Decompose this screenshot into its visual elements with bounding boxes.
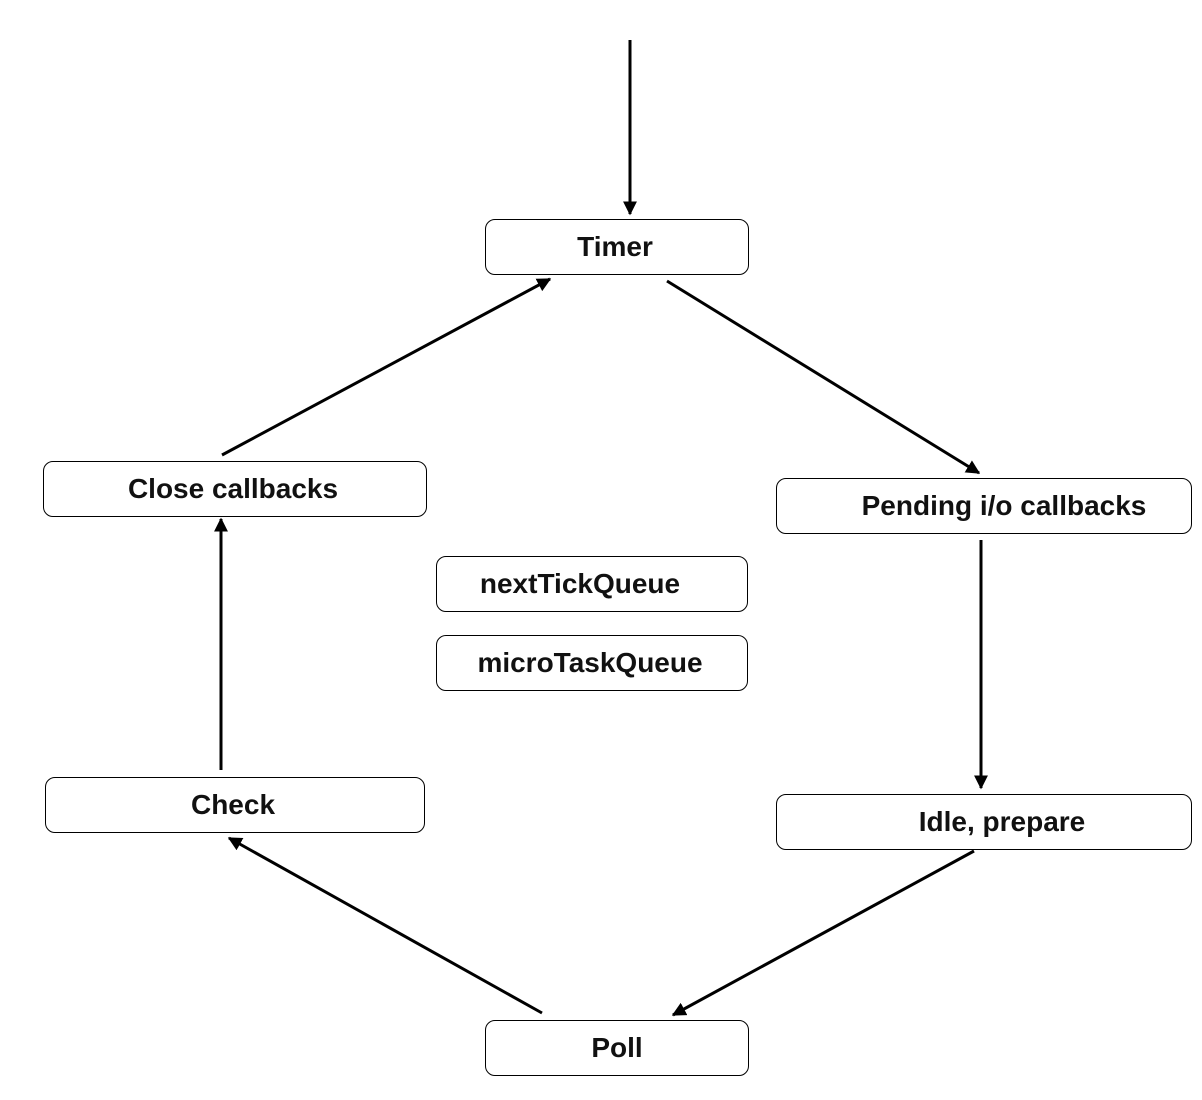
node-micro-task-queue-label: microTaskQueue	[477, 647, 703, 678]
node-idle-prepare-label: Idle, prepare	[918, 806, 1086, 837]
node-timer: Timer	[485, 219, 749, 275]
node-next-tick-queue-label: nextTickQueue	[479, 568, 681, 599]
edge-poll-to-check	[227, 836, 543, 1015]
node-pending-io-callbacks-label: Pending i/o callbacks	[861, 490, 1147, 521]
node-pending-io-callbacks: Pending i/o callbacks	[776, 478, 1192, 534]
edge-close-to-timer	[221, 277, 552, 457]
edge-timer-to-pending	[666, 279, 981, 475]
node-close-callbacks: Close callbacks	[43, 461, 427, 517]
node-poll-label: Poll	[591, 1032, 643, 1063]
node-timer-label: Timer	[577, 231, 653, 262]
node-check: Check	[45, 777, 425, 833]
node-idle-prepare: Idle, prepare	[776, 794, 1192, 850]
node-check-label: Check	[190, 789, 276, 820]
edge-idle-to-poll	[671, 849, 975, 1017]
node-micro-task-queue: microTaskQueue	[436, 635, 748, 691]
node-poll: Poll	[485, 1020, 749, 1076]
node-close-callbacks-label: Close callbacks	[127, 473, 339, 504]
node-next-tick-queue: nextTickQueue	[436, 556, 748, 612]
